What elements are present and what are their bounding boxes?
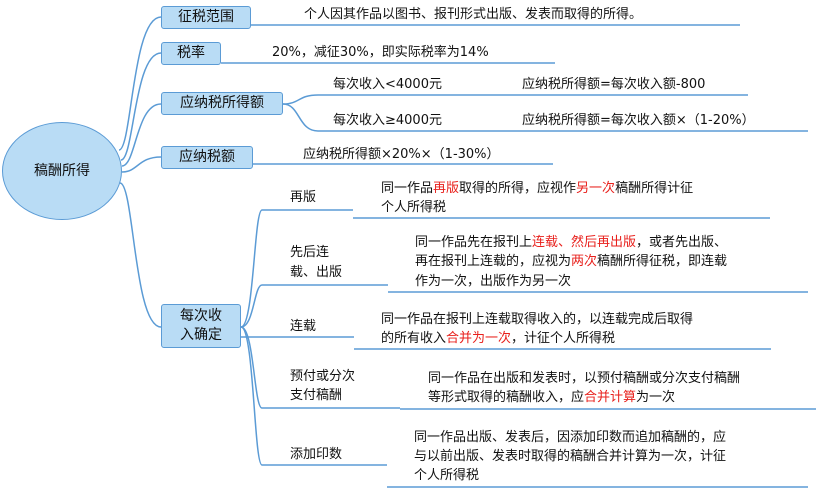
branch-per-income: 每次收 入确定 xyxy=(161,304,241,348)
case-serial-publish-line3: 作为一次，出版作为另一次 xyxy=(415,274,572,289)
connector-root-taxpayable xyxy=(121,156,162,173)
rate-text: 20%，减征30%，即实际税率为14% xyxy=(272,45,489,60)
case-reprint-line1: 同一作品再版取得的所得，应视作另一次稿酬所得计征 xyxy=(381,180,693,198)
root-label: 稿酬所得 xyxy=(34,162,90,179)
case-reprint-text-c: 稿酬所得计征 xyxy=(615,181,694,196)
branch-taxable-income: 应纳税所得额 xyxy=(161,92,283,115)
case-serial-publish-text-a: 同一作品先在报刊上 xyxy=(415,235,533,250)
connector-taxable-row1 xyxy=(282,94,319,105)
case-serial-text-a: 的所有收入 xyxy=(381,331,447,346)
case-reprint-label: 再版 xyxy=(290,190,317,205)
connector-case-reprint xyxy=(240,209,263,328)
case-serial-text-b: ，计征个人所得税 xyxy=(511,331,616,346)
case-serial-publish-line2: 再在报刊上连载的，应视为两次稿酬所得征税，即连载 xyxy=(415,253,727,271)
case-serial-publish-text-d: 稿酬所得征税，即连载 xyxy=(597,254,728,269)
case-serial-line1: 同一作品在报刊上连载取得收入的，以连载完成后取得 xyxy=(381,312,694,327)
case-prepay-line1: 同一作品在出版和发表时，以预付稿酬或分次支付稿酬 xyxy=(428,371,741,386)
case-reprint-text-a: 同一作品 xyxy=(381,181,434,196)
case-serial-line2: 的所有收入合并为一次，计征个人所得税 xyxy=(381,330,615,348)
taxable-row2-condition: 每次收入≥4000元 xyxy=(333,113,442,128)
case-prepay-label-line2: 支付稿酬 xyxy=(290,388,343,403)
connector-root-taxable xyxy=(121,103,162,167)
branch-rate-label: 税率 xyxy=(177,45,205,61)
connector-root-scope xyxy=(118,16,162,151)
case-addprint-line1: 同一作品出版、发表后，因添加印数而追加稿酬的，应 xyxy=(414,430,727,445)
case-prepay-highlight: 合并计算 xyxy=(584,390,637,405)
connector-taxable-row2 xyxy=(282,103,319,132)
case-serial-publish-line1: 同一作品先在报刊上连载、然后再出版，或者先出版、 xyxy=(415,234,727,252)
branch-per-income-label-line2: 入确定 xyxy=(180,327,222,343)
case-serial-publish-label-line1: 先后连 xyxy=(290,245,330,260)
branch-tax-payable: 应纳税额 xyxy=(161,146,253,169)
case-addprint-line2: 与以前出版、发表时取得的稿酬合并计算为一次，计征 xyxy=(414,449,727,464)
case-prepay-text-b: 为一次 xyxy=(636,390,676,405)
connector-root-perincome xyxy=(119,182,162,328)
case-serial-publish-highlight-twice: 两次 xyxy=(571,254,598,269)
taxable-row2-formula: 应纳税所得额=每次收入额×（1-20%） xyxy=(522,113,755,128)
taxable-row1-formula: 应纳税所得额=每次收入额-800 xyxy=(522,77,706,92)
branch-scope: 征税范围 xyxy=(161,6,251,29)
tax-payable-text: 应纳税所得额×20%×（1-30%） xyxy=(303,147,500,162)
branch-scope-label: 征税范围 xyxy=(178,9,234,25)
case-serial-publish-text-b: ，或者先出版、 xyxy=(636,235,728,250)
case-reprint-highlight-reprint: 再版 xyxy=(433,181,460,196)
case-addprint-line3: 个人所得税 xyxy=(414,468,480,483)
case-reprint-highlight-another: 另一次 xyxy=(576,181,616,196)
case-serial-publish-highlight: 连载、然后再出版 xyxy=(532,235,637,250)
connector-root-rate xyxy=(120,52,162,161)
case-prepay-line2: 等形式取得的稿酬收入，应合并计算为一次 xyxy=(428,389,675,407)
taxable-row1-condition: 每次收入<4000元 xyxy=(333,77,442,92)
case-serial-label: 连载 xyxy=(290,319,317,334)
case-prepay-text-a: 等形式取得的稿酬收入，应 xyxy=(428,390,585,405)
case-prepay-label-line1: 预付或分次 xyxy=(290,369,356,384)
branch-per-income-label-line1: 每次收 xyxy=(180,308,222,324)
case-reprint-text-b: 取得的所得，应视作 xyxy=(459,181,577,196)
branch-tax-payable-label: 应纳税额 xyxy=(179,149,235,165)
case-serial-publish-text-c: 再在报刊上连载的，应视为 xyxy=(415,254,572,269)
case-serial-highlight: 合并为一次 xyxy=(446,331,512,346)
branch-rate: 税率 xyxy=(161,42,221,65)
connector-case-addprint xyxy=(240,326,263,466)
case-reprint-line2: 个人所得税 xyxy=(381,200,447,215)
connector-case-serial-publish xyxy=(240,284,263,328)
scope-text: 个人因其作品以图书、报刊形式出版、发表而取得的所得。 xyxy=(304,7,643,22)
branch-taxable-income-label: 应纳税所得额 xyxy=(180,95,264,111)
case-addprint-label: 添加印数 xyxy=(290,447,343,462)
root-node: 稿酬所得 xyxy=(2,122,122,220)
case-serial-publish-label-line2: 载、出版 xyxy=(290,265,343,280)
